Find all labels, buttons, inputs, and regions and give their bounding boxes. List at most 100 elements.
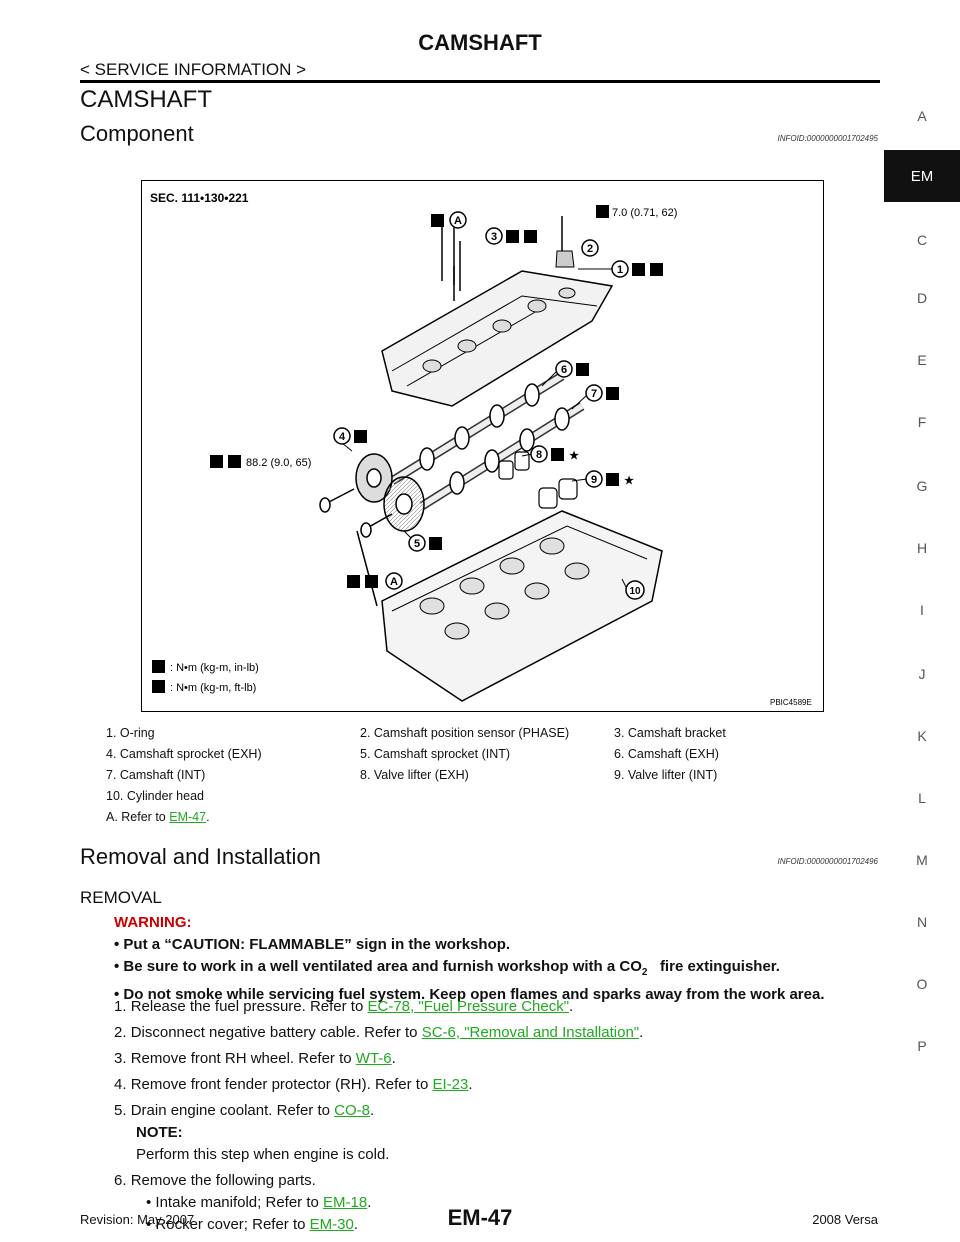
link-co-8[interactable]: CO-8 xyxy=(334,1102,370,1119)
procedure-steps: 1. Release the fuel pressure. Refer to E… xyxy=(114,996,874,1236)
link-em-30[interactable]: EM-30 xyxy=(309,1216,354,1233)
component-figure: SEC. 111•130•221 xyxy=(141,180,824,712)
chapter-tab-f[interactable]: F xyxy=(917,414,927,430)
infoid-component: INFOID:0000000001702495 xyxy=(777,134,878,143)
chapter-tab-c[interactable]: C xyxy=(916,232,928,248)
cylinder-head-drawing xyxy=(356,510,663,702)
svg-text:A: A xyxy=(454,215,462,227)
sec-number: SEC. 111•130•221 xyxy=(150,191,249,205)
legend-item: 9. Valve lifter (INT) xyxy=(614,768,718,782)
chapter-tab-a[interactable]: A xyxy=(917,108,927,124)
callout-a-bottom: A xyxy=(347,572,403,590)
step-5: 5. Drain engine coolant. Refer to CO-8. xyxy=(114,1102,375,1119)
chapter-tab-g[interactable]: G xyxy=(916,478,928,494)
subsection-removal: REMOVAL xyxy=(80,888,162,907)
warning-item: • Do not smoke while servicing fuel syst… xyxy=(114,986,825,1003)
svg-text:8: 8 xyxy=(536,449,542,461)
svg-text:: N•m (kg-m, ft-lb): : N•m (kg-m, ft-lb) xyxy=(170,682,256,694)
svg-text:7.0 (0.71, 62): 7.0 (0.71, 62) xyxy=(612,207,677,219)
link-wt-6[interactable]: WT-6 xyxy=(355,1050,392,1067)
svg-text:3: 3 xyxy=(491,231,497,243)
chapter-tab-l[interactable]: L xyxy=(918,790,926,806)
camshaft-bracket-drawing xyxy=(381,216,614,407)
svg-text:2: 2 xyxy=(587,243,593,255)
warning-item: • Be sure to work in a well ventilated a… xyxy=(114,958,780,978)
chapter-tab-p[interactable]: P xyxy=(917,1038,927,1054)
legend-row: 7. Camshaft (INT) 8. Valve lifter (EXH) … xyxy=(80,768,880,789)
step-4: 4. Remove front fender protector (RH). R… xyxy=(114,1076,473,1093)
chapter-tab-e[interactable]: E xyxy=(917,352,927,368)
step-3: 3. Remove front RH wheel. Refer to WT-6. xyxy=(114,1050,396,1067)
legend-item: 8. Valve lifter (EXH) xyxy=(360,768,469,782)
link-ei-23[interactable]: EI-23 xyxy=(432,1076,469,1093)
svg-text:5: 5 xyxy=(414,538,420,550)
chapter-tab-h[interactable]: H xyxy=(916,540,928,556)
legend-item-a: A. Refer to EM-47. xyxy=(106,810,210,824)
svg-text:★: ★ xyxy=(569,450,579,462)
link-ec-78[interactable]: EC-78, "Fuel Pressure Check" xyxy=(367,998,570,1015)
legend-item: 7. Camshaft (INT) xyxy=(106,768,206,782)
section-title-removal: Removal and Installation xyxy=(80,844,321,869)
legend-row: 1. O-ring 2. Camshaft position sensor (P… xyxy=(80,726,880,747)
chapter-tab-active[interactable]: EM xyxy=(884,150,960,202)
subitem-intake-manifold: • Intake manifold; Refer to EM-18. xyxy=(146,1194,372,1211)
svg-text:6: 6 xyxy=(561,364,567,376)
callout-3: 3 xyxy=(485,227,537,245)
chapter-tab-j[interactable]: J xyxy=(918,666,926,682)
chapter-tab-n[interactable]: N xyxy=(916,914,928,930)
section-title-component: Component xyxy=(80,121,194,146)
svg-text:: N•m (kg-m, in-lb): : N•m (kg-m, in-lb) xyxy=(170,662,259,674)
callout-5: 5 xyxy=(403,530,442,552)
step-2: 2. Disconnect negative battery cable. Re… xyxy=(114,1024,644,1041)
camshaft-drawing xyxy=(389,372,585,510)
chapter-tab-m[interactable]: M xyxy=(916,852,928,868)
chapter-tab-i[interactable]: I xyxy=(920,602,924,618)
warning-item: • Put a “CAUTION: FLAMMABLE” sign in the… xyxy=(114,936,511,953)
subitem-rocker-cover: • Rocker cover; Refer to EM-30. xyxy=(146,1216,358,1233)
svg-text:★: ★ xyxy=(624,475,634,487)
figure-code: PBIC4589E xyxy=(770,698,812,707)
unit-legend-in-lb: : N•m (kg-m, in-lb) xyxy=(152,660,259,674)
parts-legend: 1. O-ring 2. Camshaft position sensor (P… xyxy=(80,726,880,831)
chapter-tab-k[interactable]: K xyxy=(917,728,927,744)
note-text: Perform this step when engine is cold. xyxy=(136,1146,390,1163)
callout-9: 9 ★ xyxy=(571,470,634,488)
svg-text:A: A xyxy=(390,576,398,588)
page-heading: CAMSHAFT xyxy=(80,86,212,113)
callout-torque-88-2: 88.2 (9.0, 65) xyxy=(210,455,311,469)
chapter-tab-d[interactable]: D xyxy=(916,290,928,306)
exploded-view-drawing: SEC. 111•130•221 xyxy=(150,191,812,707)
link-em-47[interactable]: EM-47 xyxy=(169,810,207,824)
svg-text:7: 7 xyxy=(591,388,597,400)
legend-row: 10. Cylinder head xyxy=(80,789,880,810)
page-number: EM-47 xyxy=(447,1205,513,1230)
svg-text:1: 1 xyxy=(617,264,623,276)
svg-text:4: 4 xyxy=(339,431,346,443)
note-label: NOTE: xyxy=(136,1124,183,1141)
link-em-18[interactable]: EM-18 xyxy=(323,1194,368,1211)
legend-item: 5. Camshaft sprocket (INT) xyxy=(360,747,511,761)
infoid-removal: INFOID:0000000001702496 xyxy=(777,857,878,866)
callout-a-top: A xyxy=(431,211,467,229)
callout-4: 4 xyxy=(333,427,367,452)
sprocket-drawing xyxy=(319,453,425,538)
chapter-tab-o[interactable]: O xyxy=(916,976,928,992)
callout-6: 6 xyxy=(541,360,589,387)
link-sc-6[interactable]: SC-6, "Removal and Installation" xyxy=(421,1024,640,1041)
callout-7: 7 xyxy=(571,384,619,410)
legend-item: 4. Camshaft sprocket (EXH) xyxy=(106,747,262,761)
legend-item: 3. Camshaft bracket xyxy=(614,726,726,740)
legend-item: 6. Camshaft (EXH) xyxy=(614,747,719,761)
legend-row: 4. Camshaft sprocket (EXH) 5. Camshaft s… xyxy=(80,747,880,768)
footer-model: 2008 Versa xyxy=(812,1212,878,1227)
legend-item: 1. O-ring xyxy=(106,726,155,740)
footer-revision: Revision: May 2007 xyxy=(80,1212,195,1227)
legend-item: 10. Cylinder head xyxy=(106,789,204,803)
warning-label: WARNING: xyxy=(114,914,192,931)
step-1: 1. Release the fuel pressure. Refer to E… xyxy=(114,998,574,1015)
svg-text:10: 10 xyxy=(629,586,641,597)
running-header-title: CAMSHAFT xyxy=(418,30,542,55)
header-rule xyxy=(80,80,880,83)
running-header-subtitle: < SERVICE INFORMATION > xyxy=(80,60,307,79)
callout-torque-7-0: 7.0 (0.71, 62) xyxy=(596,205,677,219)
